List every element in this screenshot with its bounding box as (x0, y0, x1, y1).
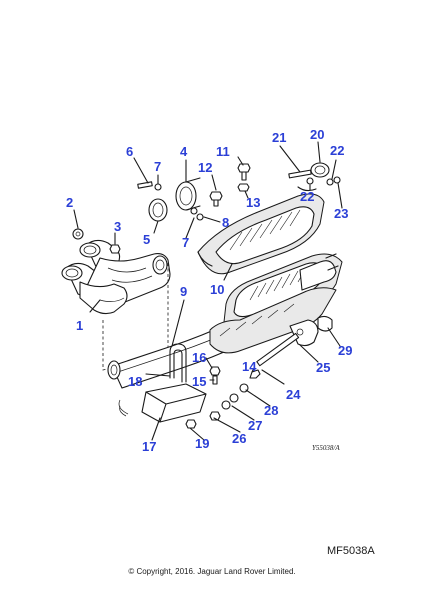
leader-lines (73, 141, 343, 441)
gasket-2 (72, 228, 84, 240)
callout-18: 18 (128, 374, 142, 389)
callout-22-top: 22 (330, 143, 344, 158)
callout-29: 29 (338, 343, 352, 358)
callout-27: 27 (248, 418, 262, 433)
copyright-notice: © Copyright, 2016. Jaguar Land Rover Lim… (128, 567, 296, 576)
figure-reference-code: MF5038A (327, 545, 375, 557)
callout-9: 9 (180, 284, 187, 299)
callout-22-bottom: 22 (300, 189, 314, 204)
callout-23: 23 (334, 206, 348, 221)
callout-26: 26 (232, 431, 246, 446)
callout-10: 10 (210, 282, 224, 297)
callout-8: 8 (222, 215, 229, 230)
callout-4: 4 (180, 144, 188, 159)
callout-24: 24 (286, 387, 301, 402)
callout-1: 1 (76, 318, 83, 333)
callout-11: 11 (216, 144, 230, 159)
lower-fixings (185, 366, 249, 429)
callout-17: 17 (142, 439, 156, 454)
callout-labels: 1 2 3 4 5 6 7 7 8 9 10 11 12 13 14 15 16… (66, 127, 352, 454)
callout-25: 25 (316, 360, 330, 375)
callout-12: 12 (198, 160, 212, 175)
callout-5: 5 (143, 232, 150, 247)
catalyst-assembly-lower (223, 253, 343, 332)
callout-6: 6 (126, 144, 133, 159)
u-bolt-bracket (118, 343, 207, 423)
callout-19: 19 (195, 436, 209, 451)
drawing-ref-code: Y55038/A (312, 444, 340, 452)
callout-21: 21 (272, 130, 286, 145)
callout-7-top: 7 (154, 159, 161, 174)
callout-7-bottom: 7 (182, 235, 189, 250)
callout-3: 3 (114, 219, 121, 234)
nut-3 (109, 244, 121, 254)
callout-28: 28 (264, 403, 278, 418)
callout-2: 2 (66, 195, 73, 210)
callout-13: 13 (246, 195, 260, 210)
heat-shield-upper (197, 193, 325, 275)
rear-hanger (249, 315, 333, 379)
clamp-parts-left (137, 177, 204, 222)
front-downpipe-assembly (61, 239, 171, 315)
callout-20: 20 (310, 127, 324, 142)
callout-14: 14 (242, 359, 257, 374)
bolt-set-upper (209, 163, 251, 207)
callout-15: 15 (192, 374, 206, 389)
callout-16: 16 (192, 350, 206, 365)
